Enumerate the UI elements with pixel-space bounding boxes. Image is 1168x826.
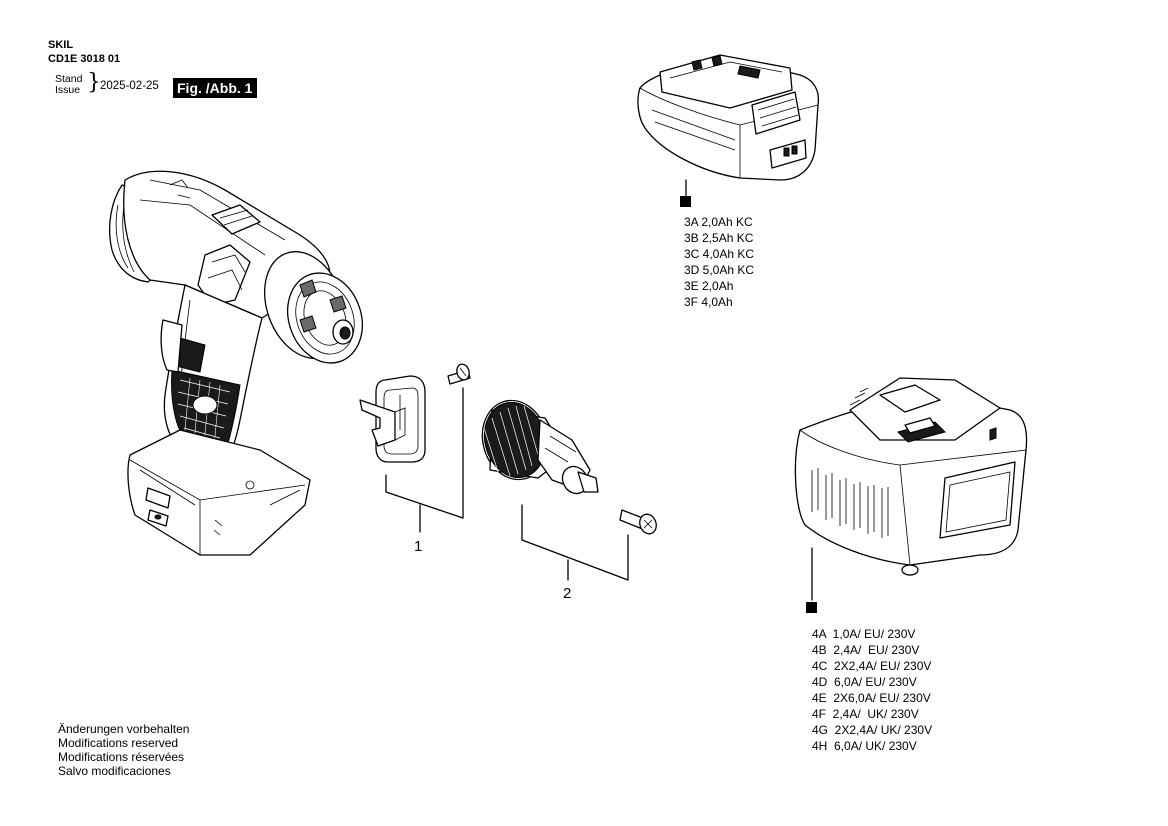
list-item: 3D 5,0Ah KC: [684, 263, 755, 277]
list-item: 4G 2X2,4A/ UK/ 230V: [812, 723, 933, 737]
charger-variant-list: 4A 1,0A/ EU/ 230V 4B 2,4A/ EU/ 230V 4C 2…: [812, 626, 932, 754]
screw-2-illustration: [619, 509, 657, 535]
stand-label: Stand: [55, 73, 83, 85]
list-item: 3F 4,0Ah: [684, 295, 733, 309]
callout-2-bracket: [521, 504, 629, 581]
figure-label: Fig. /Abb. 1: [173, 78, 258, 98]
battery-variant-list: 3A 2,0Ah KC 3B 2,5Ah KC 3C 4,0Ah KC 3D 5…: [684, 214, 754, 310]
list-item: 4D 6,0A/ EU/ 230V: [812, 675, 917, 689]
list-item: 4H 6,0A/ UK/ 230V: [812, 739, 917, 753]
callout-number-1: 1: [414, 538, 423, 555]
belt-clip-illustration: [359, 375, 426, 463]
notice-line: Modifications reserved: [58, 736, 179, 750]
model-number: CD1E 3018 01: [48, 53, 121, 65]
list-item: 4C 2X2,4A/ EU/ 230V: [812, 659, 932, 673]
list-item: 4F 2,4A/ UK/ 230V: [812, 707, 919, 721]
chuck-illustration: [481, 399, 599, 495]
callout-1-bracket: [385, 387, 464, 519]
screw-1-illustration: [447, 363, 471, 385]
list-item: 3C 4,0Ah KC: [684, 247, 755, 261]
notice-line: Modifications réservées: [58, 750, 185, 764]
list-item: 3B 2,5Ah KC: [684, 231, 754, 245]
modification-notice: Änderungen vorbehalten Modifications res…: [58, 722, 189, 778]
brand-label: SKIL: [48, 39, 74, 51]
callout-number-2: 2: [563, 585, 572, 602]
list-item: 3E 2,0Ah: [684, 279, 734, 293]
issue-label: Issue: [55, 84, 81, 96]
issue-date: 2025-02-25: [100, 80, 159, 92]
battery-illustration: [637, 54, 820, 181]
list-item: 4B 2,4A/ EU/ 230V: [812, 643, 920, 657]
list-item: 4E 2X6,0A/ EU/ 230V: [812, 691, 931, 705]
drill-illustration: [109, 170, 363, 556]
stand-issue-label: Stand Issue: [55, 74, 82, 96]
notice-line: Änderungen vorbehalten: [58, 722, 190, 736]
battery-marker: [680, 196, 691, 207]
brace-symbol: }: [87, 70, 101, 95]
charger-illustration: [794, 377, 1028, 576]
notice-line: Salvo modificaciones: [58, 764, 171, 778]
list-item: 3A 2,0Ah KC: [684, 215, 753, 229]
charger-marker: [806, 602, 817, 613]
list-item: 4A 1,0A/ EU/ 230V: [812, 627, 916, 641]
